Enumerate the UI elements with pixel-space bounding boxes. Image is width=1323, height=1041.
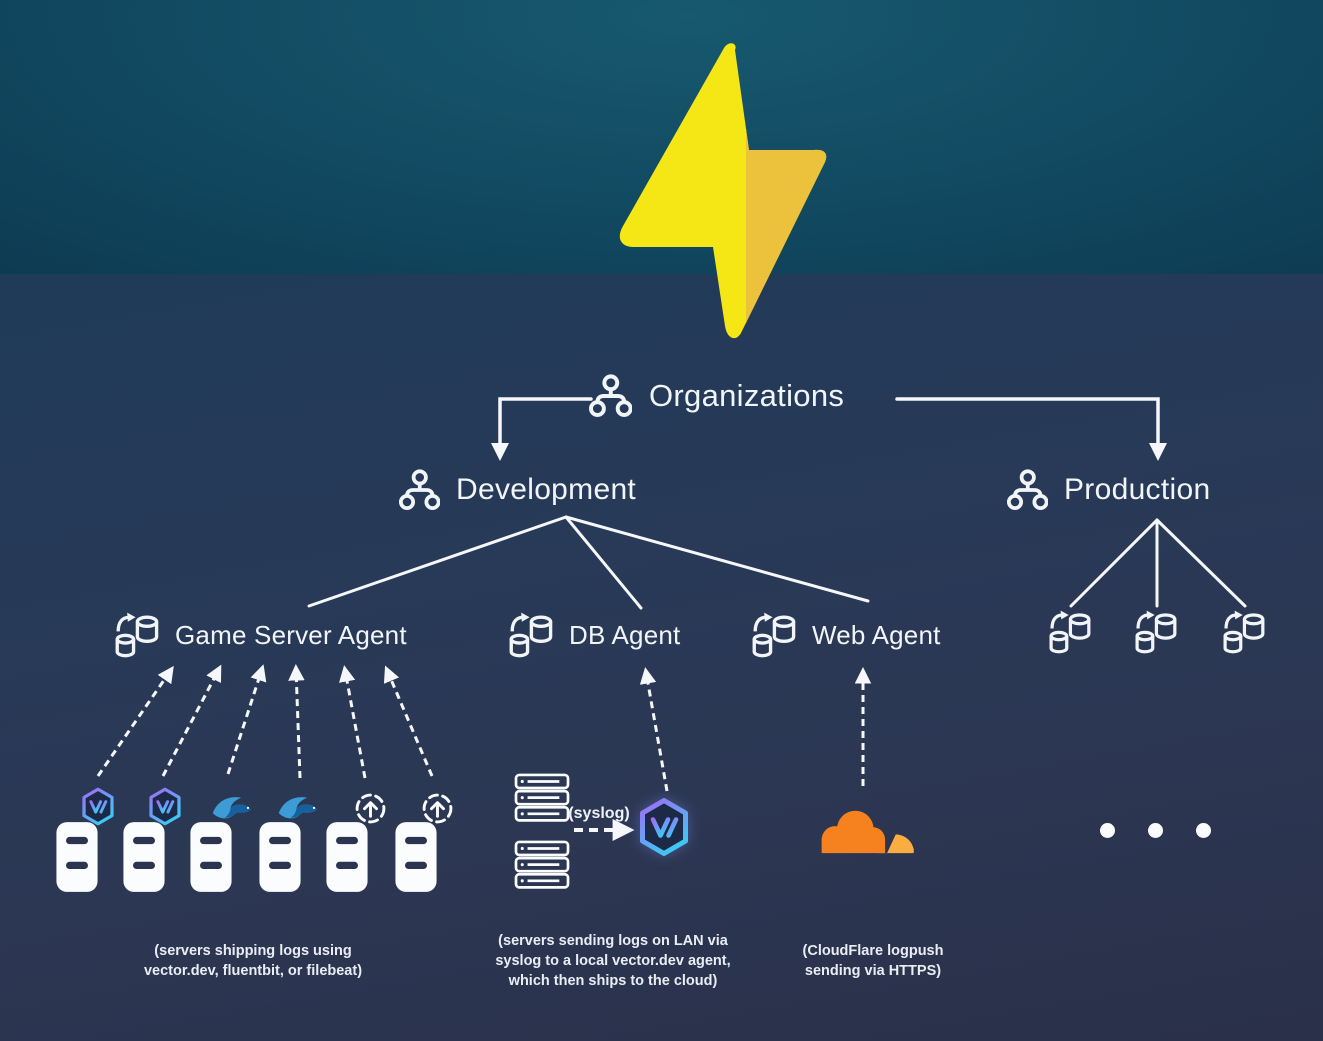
agent-db-sync-icon <box>508 611 556 659</box>
vector-dev-logo <box>81 787 115 826</box>
node-db-agent: DB Agent <box>508 611 680 659</box>
cloudflare-logo <box>810 805 916 855</box>
vector-dev-logo <box>148 787 182 826</box>
fluentbit-logo <box>277 793 319 825</box>
vector-dev-logo <box>638 797 690 857</box>
server-tower-icon <box>55 820 99 894</box>
agent-db-sync-icon <box>1222 609 1268 655</box>
ellipsis-dot <box>1100 823 1115 838</box>
node-organizations: Organizations <box>588 374 844 418</box>
server-tower-icon <box>394 820 438 894</box>
node-game-server-agent: Game Server Agent <box>114 611 407 659</box>
db-agent-label: DB Agent <box>569 619 681 650</box>
ellipsis-dot <box>1148 823 1163 838</box>
organizations-label: Organizations <box>649 378 845 413</box>
fluentbit-logo <box>211 793 253 825</box>
agent-db-sync-icon <box>1048 609 1094 655</box>
production-ellipsis <box>1100 823 1211 838</box>
lightning-bolt-logo <box>619 43 827 339</box>
server-rack-icon <box>514 840 570 892</box>
development-label: Development <box>456 473 637 506</box>
agent-db-sync-icon <box>114 611 162 659</box>
ellipsis-dot <box>1196 823 1211 838</box>
web-agent-label: Web Agent <box>812 619 941 650</box>
db-servers-caption: (servers sending logs on LAN via syslog … <box>495 933 731 989</box>
node-web-agent: Web Agent <box>751 611 941 659</box>
web-source-caption: (CloudFlare logpush sending via HTTPS) <box>802 943 944 979</box>
syslog-label: (syslog) <box>568 805 630 822</box>
agent-db-sync-icon <box>1134 609 1180 655</box>
production-label: Production <box>1064 473 1211 506</box>
node-production: Production <box>1006 469 1210 511</box>
server-tower-icon <box>258 820 302 894</box>
filebeat-upload-icon <box>421 792 454 825</box>
server-tower-icon <box>325 820 369 894</box>
filebeat-upload-icon <box>354 792 387 825</box>
game-server-agent-label: Game Server Agent <box>175 619 407 650</box>
org-chart-icon <box>1006 469 1048 511</box>
org-chart-icon <box>588 374 632 418</box>
node-development: Development <box>398 469 636 511</box>
agent-db-sync-icon <box>751 611 799 659</box>
game-servers-caption: (servers shipping logs using vector.dev,… <box>143 943 363 979</box>
server-tower-icon <box>189 820 233 894</box>
org-chart-icon <box>398 469 440 511</box>
server-tower-icon <box>122 820 166 894</box>
